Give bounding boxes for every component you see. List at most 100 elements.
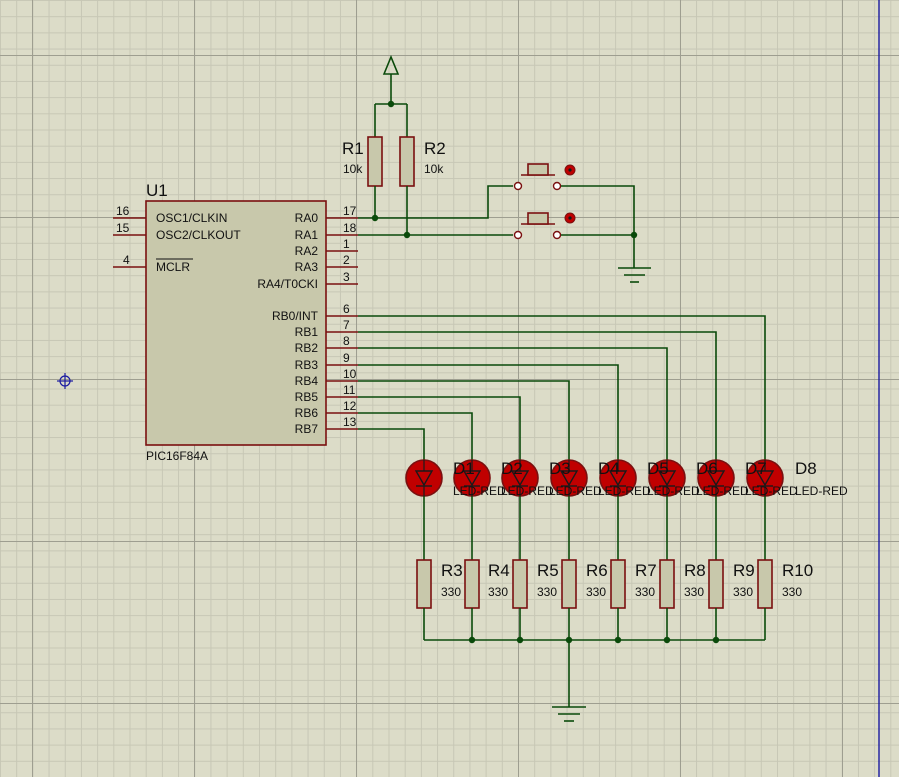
pin-name: OSC2/CLKOUT (156, 228, 241, 242)
led-ref: D8 (795, 459, 817, 478)
pin-name: RA1 (295, 228, 319, 242)
led-value: LED-RED (696, 484, 749, 498)
resistor-body[interactable] (367, 136, 383, 187)
resistor-body[interactable] (610, 559, 626, 609)
mcu-pin-right[interactable]: 12 RB6 (295, 399, 358, 420)
pin-number: 6 (343, 302, 350, 316)
resistor-r2[interactable]: R2 10k (399, 104, 446, 235)
mcu-pin-left[interactable]: 4 MCLR (113, 253, 193, 274)
mcu-u1[interactable]: U1 PIC16F84A 16 OSC1/CLKIN 15 OSC2/CLKOU… (113, 181, 358, 463)
led-ref: D3 (549, 459, 571, 478)
pin-number: 8 (343, 334, 350, 348)
pin-name: RB0/INT (272, 309, 319, 323)
wire-ra0[interactable] (358, 185, 513, 219)
mcu-pin-right[interactable]: 9 RB3 (295, 351, 358, 372)
mcu-pin-right[interactable]: 17 RA0 (295, 204, 358, 225)
resistor-body[interactable] (399, 136, 415, 187)
resistor-body[interactable] (416, 559, 432, 609)
mcu-pin-right[interactable]: 13 RB7 (295, 415, 358, 436)
resistor-value: 330 (441, 585, 461, 599)
resistor-value: 330 (684, 585, 704, 599)
pin-number: 17 (343, 204, 357, 218)
pin-number: 10 (343, 367, 357, 381)
junction-dot (468, 636, 476, 644)
ground-icon (618, 267, 651, 283)
mcu-pin-right[interactable]: 1 RA2 (295, 237, 358, 258)
pin-name: RA2 (295, 244, 319, 258)
ground-icon (552, 706, 586, 722)
pin-number: 4 (123, 253, 130, 267)
button-cap[interactable] (527, 163, 549, 176)
push-button-1[interactable] (513, 163, 576, 191)
resistor-ref: R7 (635, 561, 657, 580)
resistor-r9[interactable]: R9 330 (708, 496, 755, 640)
wire-rb1[interactable] (358, 331, 717, 460)
resistor-r8[interactable]: R8 330 (659, 496, 706, 640)
mcu-pin-left[interactable]: 15 OSC2/CLKOUT (113, 221, 241, 242)
mcu-pin-left[interactable]: 16 OSC1/CLKIN (113, 204, 227, 225)
resistor-ref: R4 (488, 561, 510, 580)
mcu-pin-right[interactable]: 10 RB4 (295, 367, 358, 388)
mcu-pin-right[interactable]: 3 RA4/T0CKI (257, 270, 358, 291)
pin-number: 12 (343, 399, 357, 413)
resistor-r4[interactable]: R4 330 (464, 496, 510, 640)
led-d1[interactable] (405, 459, 443, 497)
pin-number: 7 (343, 318, 350, 332)
resistor-ref: R2 (424, 139, 446, 158)
junction-dot (630, 231, 638, 239)
led-d5[interactable] (599, 459, 637, 497)
resistor-body[interactable] (561, 559, 577, 609)
resistor-body[interactable] (757, 559, 773, 609)
junction-dot (614, 636, 622, 644)
resistor-value: 330 (733, 585, 753, 599)
led-value: LED-RED (453, 484, 506, 498)
resistor-body[interactable] (464, 559, 480, 609)
mcu-pin-right[interactable]: 8 RB2 (295, 334, 358, 355)
mcu-pin-right[interactable]: 7 RB1 (295, 318, 358, 339)
resistor-body[interactable] (708, 559, 724, 609)
pin-number: 18 (343, 221, 357, 235)
mcu-pin-right[interactable]: 11 RB5 (295, 383, 358, 404)
wire-rb6[interactable] (358, 412, 473, 460)
wire[interactable] (561, 185, 635, 268)
resistor-body[interactable] (512, 559, 528, 609)
wire-rb3[interactable] (358, 364, 619, 460)
resistor-r5[interactable]: R5 330 (512, 496, 559, 640)
wire-rb0[interactable] (358, 315, 766, 460)
resistor-ref: R1 (342, 139, 364, 158)
power-arrow-icon (382, 54, 400, 75)
origin-marker-icon (57, 373, 73, 389)
junction-dot (516, 636, 524, 644)
pin-name: RA4/T0CKI (257, 277, 318, 291)
button-cap[interactable] (527, 212, 549, 225)
pin-number: 2 (343, 253, 350, 267)
led-d6[interactable] (648, 459, 686, 497)
resistor-r7[interactable]: R7 330 (610, 496, 657, 640)
wire-rb4[interactable] (358, 380, 570, 460)
resistor-r6[interactable]: R6 330 (561, 496, 608, 640)
resistor-body[interactable] (659, 559, 675, 609)
pin-number: 13 (343, 415, 357, 429)
wire-rb5[interactable] (358, 396, 521, 460)
wire-rb7[interactable] (358, 428, 425, 460)
power-terminal[interactable] (382, 54, 400, 104)
resistor-ref: R6 (586, 561, 608, 580)
resistor-r3[interactable]: R3 330 (416, 496, 463, 640)
junction-dot (663, 636, 671, 644)
resistor-ref: R8 (684, 561, 706, 580)
mcu-part: PIC16F84A (146, 449, 208, 463)
resistor-value: 330 (635, 585, 655, 599)
junction-dot (403, 231, 411, 239)
mcu-pin-right[interactable]: 2 RA3 (295, 253, 358, 274)
resistor-r1[interactable]: R1 10k (342, 104, 383, 218)
junction-dot (371, 214, 379, 222)
mcu-pin-right[interactable]: 6 RB0/INT (272, 302, 358, 323)
wire-rb2[interactable] (358, 347, 668, 460)
resistor-value: 10k (343, 162, 363, 176)
mcu-body[interactable] (145, 200, 327, 446)
pin-number: 3 (343, 270, 350, 284)
resistor-r10[interactable]: R10 330 (757, 496, 813, 640)
push-button-2[interactable] (513, 212, 576, 240)
mcu-pin-right[interactable]: 18 RA1 (295, 221, 358, 242)
